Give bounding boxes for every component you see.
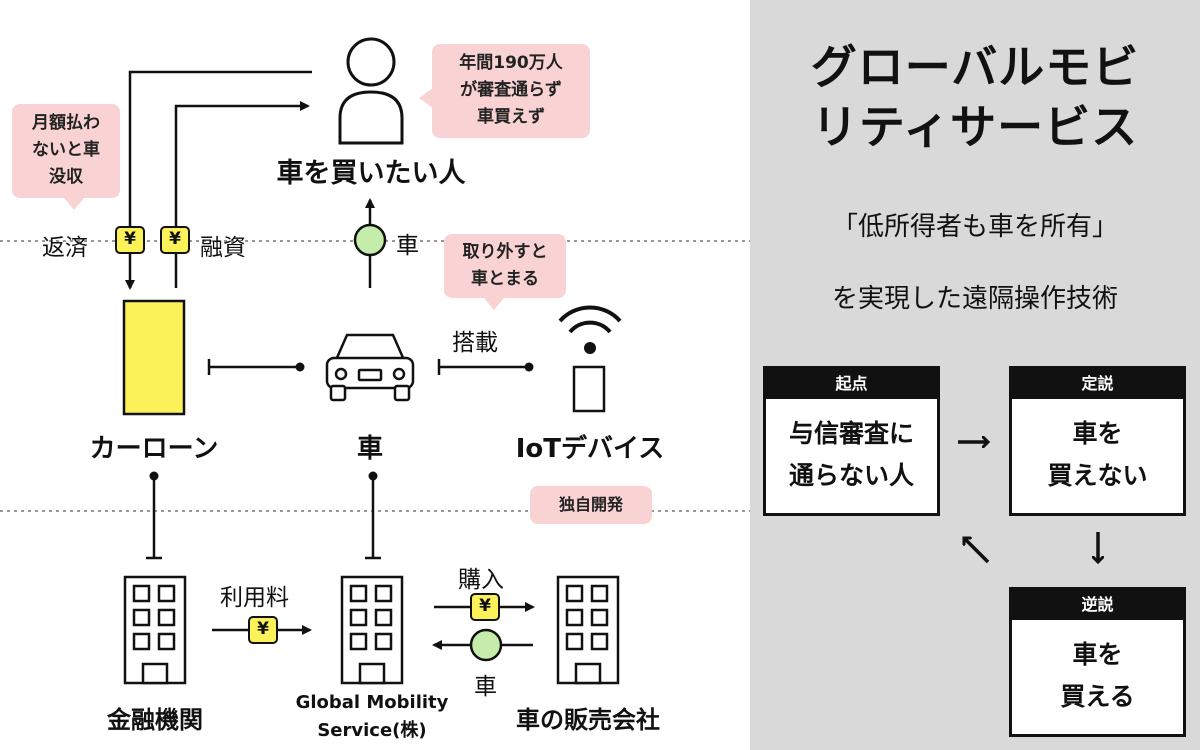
cycle-box-start-line2: 通らない人 [788,461,914,490]
car-up-label: 車 [396,233,419,259]
cycle-box-reverse: 逆説 車を 買える [1009,587,1186,737]
car-return-label: 車 [474,674,497,700]
cycle-arrows [958,0,1200,750]
installed-label: 搭載 [452,330,498,356]
yen-badge-usage-fee: ¥ [248,616,278,644]
diagram-canvas [0,37,750,685]
iot-device-icon [558,305,622,413]
yen-badge-purchase: ¥ [470,593,500,621]
callout-own-development: 独自開発 [530,486,652,524]
bank-building-icon [123,575,187,685]
car-token-green-2 [469,628,503,662]
cycle-box-common-header: 定説 [1012,369,1183,399]
yen-badge-financing: ¥ [160,226,190,254]
cycle-box-start: 起点 与信審査に 通らない人 [763,366,940,516]
iot-device-label: IoTデバイス [515,434,665,464]
cycle-box-reverse-line1: 車を [1072,640,1123,669]
gms-building-icon [340,575,404,685]
person-icon [338,37,404,145]
cycle-box-common-line2: 買えない [1047,461,1148,490]
usage-fee-label: 利用料 [220,585,289,611]
arrow-up-left-icon [964,538,990,564]
purchase-label: 購入 [458,567,504,593]
car-loan-box [122,299,186,416]
panel-subtitle-line2: を実現した遠隔操作技術 [831,284,1118,314]
callout-remove-stops-car: 取り外すと 車とまる [444,234,566,310]
person-label: 車を買いたい人 [276,158,466,189]
financing-label: 融資 [200,235,246,261]
callout-monthly-payment: 月額払わ ないと車 没収 [12,104,120,210]
panel-title-line1: グローバルモビ [810,40,1140,94]
panel-title-line2: リティサービス [811,100,1139,154]
repayment-label: 返済 [42,235,88,261]
yen-badge-repayment: ¥ [115,226,145,254]
bank-label: 金融機関 [107,706,203,734]
gms-label-line1: Global Mobility [295,692,449,713]
gms-label-line2: Service(株) [317,720,427,741]
callout-annual-rejections: 年間190万人 が審査通らず 車買えず [419,44,590,138]
cycle-box-start-header: 起点 [766,369,937,399]
car-label: 車 [356,434,383,464]
car-token-green [353,223,387,257]
cycle-box-reverse-line2: 買える [1060,682,1135,711]
dealer-label: 車の販売会社 [516,706,660,734]
repayment-line [125,70,312,290]
cycle-box-reverse-header: 逆説 [1012,590,1183,620]
dealer-building-icon [556,575,620,685]
cycle-box-common: 定説 車を 買えない [1009,366,1186,516]
cycle-box-start-line1: 与信審査に [788,419,914,448]
panel-subtitle-line1: 「低所得者も車を所有」 [831,212,1118,242]
car-loan-label: カーローン [89,434,219,464]
right-panel: グローバルモビ リティサービス 「低所得者も車を所有」 を実現した遠隔操作技術 … [750,0,1200,750]
cycle-box-common-line1: 車を [1072,419,1123,448]
car-icon [325,333,415,402]
